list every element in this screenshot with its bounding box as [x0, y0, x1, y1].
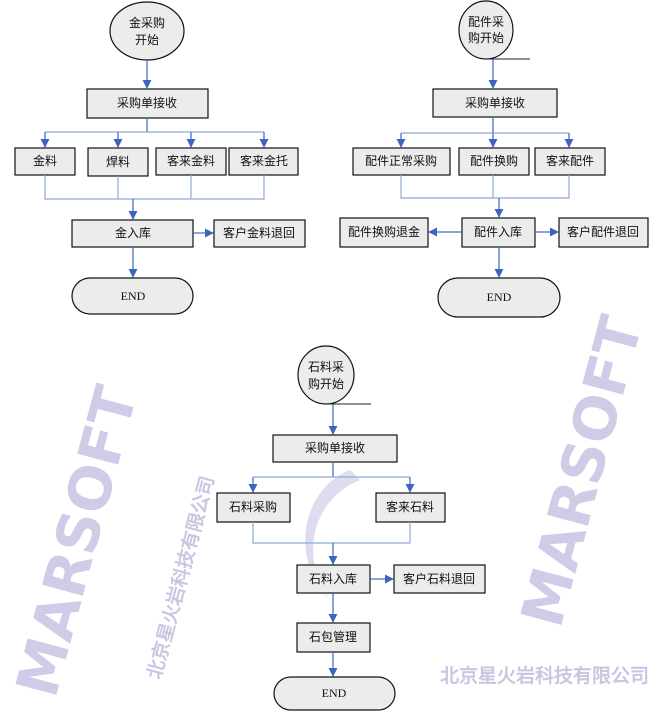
gold-start-label-2: 开始 [135, 33, 159, 47]
watermark-brand-text: MARSOFT [508, 309, 656, 634]
stone-stock-in-label: 石料入库 [309, 571, 357, 586]
watermark-company-text: 北京星火岩科技有限公司 [143, 473, 219, 681]
gold-branch-label: 焊料 [106, 154, 130, 169]
watermark-company-text: 北京星火岩科技有限公司 [440, 664, 649, 687]
stone-branch-label: 石料采购 [229, 499, 277, 514]
gold-stock-in-label: 金入库 [115, 225, 151, 240]
stone-receive-box [272, 434, 398, 463]
stone-receive-label: 采购单接收 [305, 440, 365, 455]
parts-flow: 配件采 购开始 采购单接收 配件正常采购 配件换购 客来配件 配件换购退金 配件… [339, 0, 649, 318]
gold-end-node [71, 277, 194, 315]
gold-start-label-1: 金采购 [129, 15, 165, 30]
stone-branch-box [375, 492, 446, 523]
gold-branch-label: 客来金料 [167, 153, 215, 168]
gold-return-label: 客户金料退回 [223, 225, 295, 240]
gold-branch-label: 客来金托 [240, 153, 288, 168]
parts-branch-label: 配件换购 [470, 153, 518, 168]
gold-branch-label: 金料 [33, 153, 57, 168]
stone-end-node [273, 676, 396, 711]
parts-branch-label: 配件正常采购 [365, 153, 437, 168]
stone-branch-label: 客来石料 [386, 499, 434, 514]
stone-end-label: END [322, 686, 347, 700]
gold-branch-box [155, 147, 227, 176]
parts-end-node [437, 277, 561, 318]
watermark-logo-swirl [305, 470, 360, 600]
parts-return-label: 客户配件退回 [567, 224, 639, 239]
gold-flow: 金采购 开始 采购单接收 金料 焊料 客来金料 客来金托 金入库 客户金料退回 … [14, 1, 306, 315]
gold-branch-box [14, 147, 76, 176]
parts-receive-box [432, 88, 558, 118]
stone-package-box [296, 622, 371, 653]
parts-stock-in-label: 配件入库 [474, 224, 522, 239]
parts-exchange-refund-box [339, 217, 429, 248]
gold-return-box [213, 219, 306, 248]
parts-start-label-1: 配件采 [468, 15, 504, 29]
parts-start-label-2: 购开始 [468, 30, 504, 45]
watermark-brand-text: MARSOFT [3, 379, 151, 704]
parts-branch-label: 客来配件 [546, 153, 594, 168]
parts-end-label: END [487, 290, 512, 304]
stone-start-label-1: 石料采 [308, 360, 344, 374]
parts-branch-box [352, 147, 451, 176]
stone-return-label: 客户石料退回 [403, 571, 475, 586]
watermark-1: MARSOFT 北京星火岩科技有限公司 [3, 379, 219, 704]
stone-return-box [393, 564, 486, 594]
parts-exchange-refund-label: 配件换购退金 [348, 224, 420, 239]
parts-return-box [558, 217, 649, 248]
stone-start-label-2: 购开始 [308, 376, 344, 391]
stone-start-node [297, 345, 355, 405]
stone-package-label: 石包管理 [309, 629, 357, 644]
stone-flow: 石料采 购开始 采购单接收 石料采购 客来石料 石料入库 客户石料退回 石包管理… [216, 345, 486, 711]
gold-end-label: END [121, 289, 146, 303]
gold-receive-label: 采购单接收 [117, 95, 177, 110]
parts-receive-label: 采购单接收 [465, 95, 525, 110]
gold-start-node [109, 1, 185, 61]
stone-branch-box [216, 492, 291, 523]
parts-start-node [458, 0, 514, 60]
parts-branch-box [458, 147, 530, 176]
parts-branch-box [534, 147, 606, 176]
